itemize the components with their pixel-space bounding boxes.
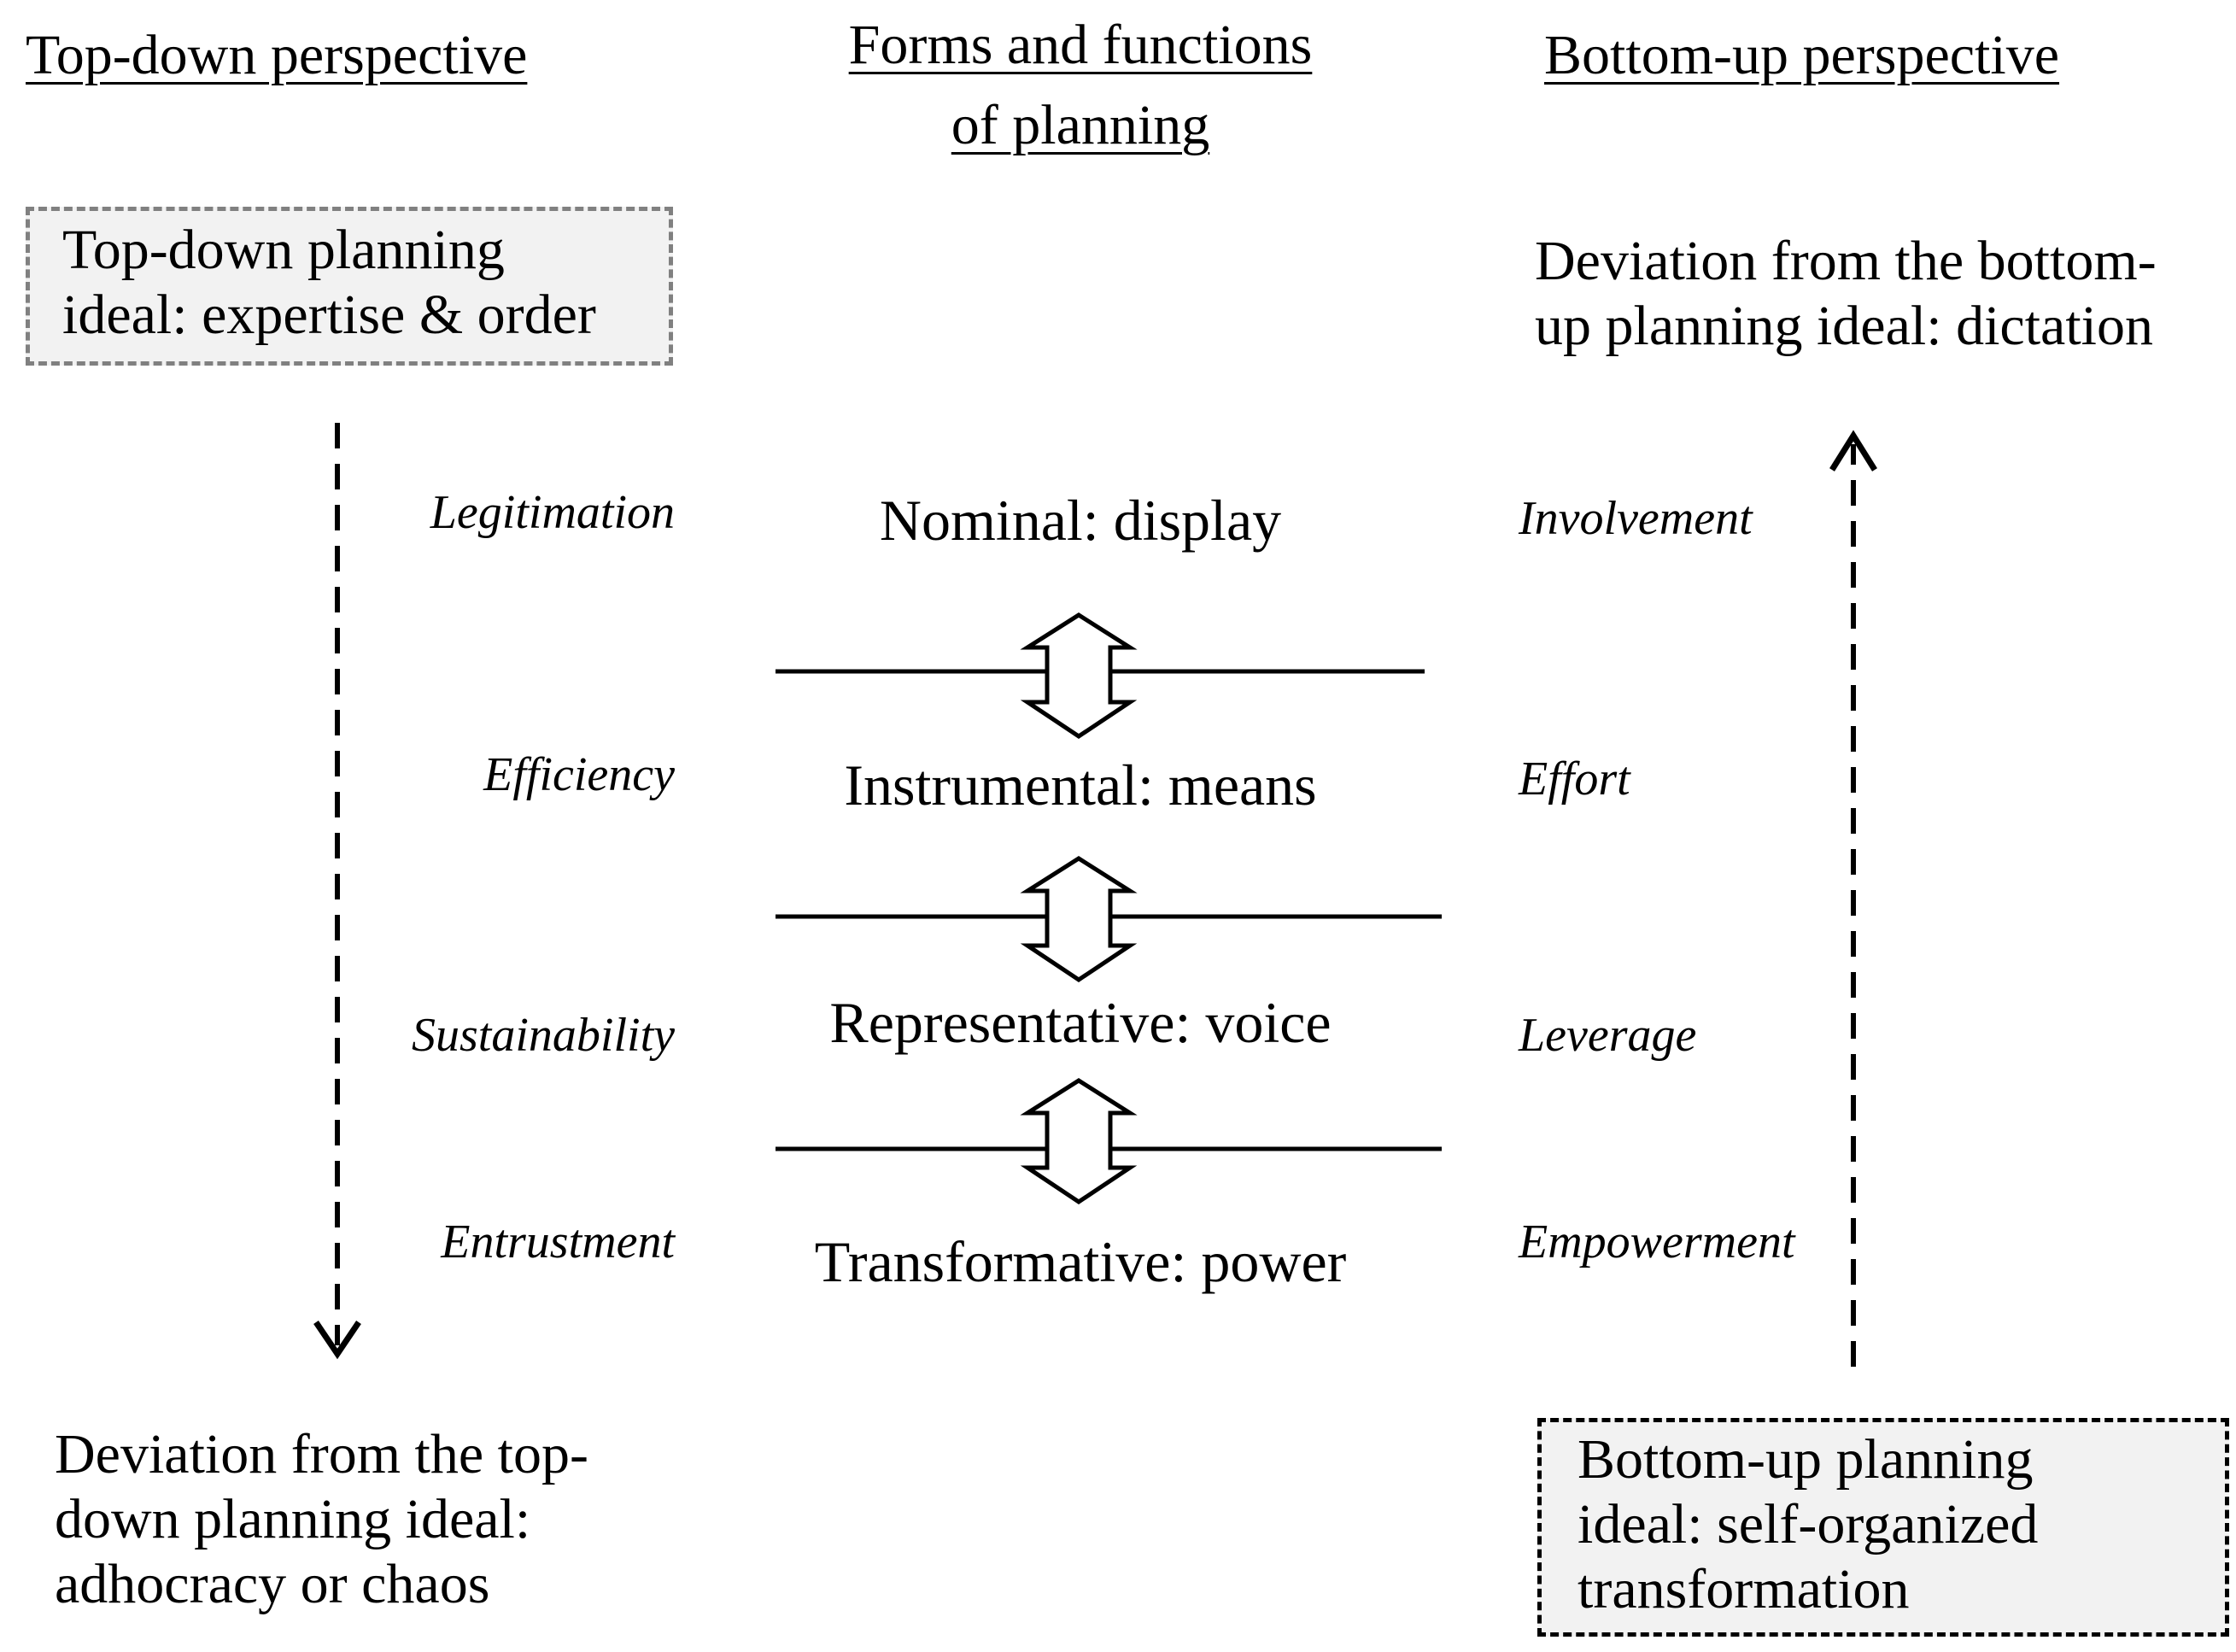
function-sustainability: Sustainability [412, 1009, 675, 1062]
function-leverage: Leverage [1519, 1009, 1697, 1062]
form-nominal: Nominal: display [879, 488, 1282, 553]
header-forms-functions: Forms and functions of planning [653, 5, 1507, 166]
top-down-ideal-line2: ideal: expertise & order [62, 284, 596, 346]
bottom-up-arrowhead-icon [1829, 430, 1877, 472]
top-down-deviation-line1: Deviation from the top- [55, 1423, 589, 1485]
top-down-ideal-box: Top-down planning ideal: expertise & ord… [26, 207, 673, 366]
double-arrow-icon-3 [1020, 1078, 1138, 1205]
top-down-deviation: Deviation from the top- down planning id… [55, 1422, 588, 1617]
bottom-up-ideal-box: Bottom-up planning ideal: self-organized… [1537, 1418, 2229, 1637]
header-forms-functions-line2: of planning [951, 94, 1210, 156]
form-transformative: Transformative: power [814, 1229, 1347, 1294]
top-down-arrowhead-icon [313, 1321, 361, 1360]
bottom-up-deviation-line1: Deviation from the bottom- [1535, 230, 2157, 292]
function-legitimation: Legitimation [430, 486, 675, 539]
bottom-up-ideal-line3: transformation [1577, 1558, 1910, 1620]
double-arrow-icon-1 [1020, 612, 1138, 740]
header-top-down: Top-down perspective [26, 24, 528, 86]
function-effort: Effort [1519, 753, 1630, 805]
bottom-up-deviation-line2: up planning ideal: dictation [1535, 295, 2154, 357]
bottom-up-ideal-line1: Bottom-up planning [1577, 1428, 2034, 1491]
double-arrow-icon-2 [1020, 856, 1138, 983]
header-forms-functions-line1: Forms and functions [848, 14, 1313, 76]
top-down-ideal-line1: Top-down planning [62, 219, 505, 281]
function-involvement: Involvement [1519, 492, 1753, 545]
function-entrustment: Entrustment [441, 1216, 675, 1268]
bottom-up-ideal-line2: ideal: self-organized [1577, 1493, 2039, 1555]
header-bottom-up: Bottom-up perspective [1544, 24, 2060, 86]
function-empowerment: Empowerment [1519, 1216, 1795, 1268]
form-representative: Representative: voice [829, 990, 1332, 1055]
function-efficiency: Efficiency [483, 748, 675, 801]
top-down-deviation-line3: adhocracy or chaos [55, 1553, 490, 1615]
bottom-up-deviation: Deviation from the bottom- up planning i… [1535, 229, 2157, 359]
form-instrumental: Instrumental: means [844, 753, 1317, 817]
top-down-deviation-line2: down planning ideal: [55, 1488, 531, 1550]
